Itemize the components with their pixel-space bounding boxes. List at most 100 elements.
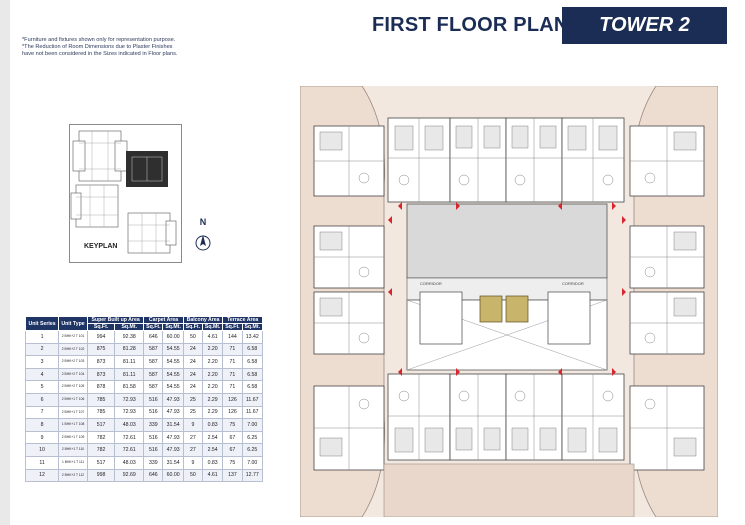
table-cell-ba-m: 2.20 <box>201 355 224 369</box>
table-cell-ta-ft: 67 <box>222 443 243 457</box>
table-cell-ta-ft: 126 <box>222 405 243 420</box>
bed-furniture <box>319 125 697 457</box>
table-cell-ta-ft: 67 <box>222 430 243 445</box>
note-line: have not been considered in the Sizes in… <box>22 51 178 57</box>
table-cell-ba-m: 4.61 <box>201 330 224 344</box>
note-line: *Furniture and fixtures shown only for r… <box>22 37 176 43</box>
table-cell-type: 2 BHK+2 T 105 <box>58 380 88 394</box>
table-cell-type: 2 BHK+2 T 101 <box>58 330 88 344</box>
table-cell-ca-ft: 516 <box>143 430 164 445</box>
entry-markers <box>388 202 626 376</box>
floor-plan-drawing: CORRIDOR CORRIDOR <box>300 86 718 517</box>
table-cell-ca-ft: 339 <box>143 455 164 470</box>
lift-1 <box>479 295 503 323</box>
table-cell-sba-ft: 517 <box>86 418 116 432</box>
tower-badge: TOWER 2 <box>562 7 727 44</box>
sub-header: Sq.Mt. <box>201 323 224 331</box>
table-cell-ba-ft: 25 <box>182 392 203 407</box>
units-bottom-row <box>387 373 625 461</box>
table-cell-sba-ft: 782 <box>86 430 116 445</box>
table-cell-ba-ft: 24 <box>182 367 203 382</box>
table-cell-sba-m: 92.69 <box>114 468 145 483</box>
north-label: N <box>199 217 207 227</box>
disclaimer-notes: *Furniture and fixtures shown only for r… <box>22 37 222 58</box>
table-cell-ba-m: 4.61 <box>201 468 224 483</box>
table-cell-series: 11 <box>24 455 60 470</box>
table-cell-ca-m: 60.00 <box>162 468 184 483</box>
table-cell-ta-ft: 71 <box>222 342 243 357</box>
table-cell-ta-m: 6.58 <box>241 380 263 394</box>
note-line: *The Reduction of Room Dimensions due to… <box>22 44 173 50</box>
table-cell-ba-m: 0.83 <box>201 455 224 470</box>
units-top-row <box>387 117 625 203</box>
sub-header: Sq.Ft. <box>143 323 164 331</box>
sub-header: Sq.Ft. <box>86 323 116 331</box>
table-cell-ba-ft: 24 <box>182 342 203 357</box>
table-cell-ca-m: 47.93 <box>162 392 184 407</box>
table-cell-series: 3 <box>24 355 60 369</box>
page-title: FIRST FLOOR PLAN <box>372 14 569 36</box>
corridor-label-left: CORRIDOR <box>420 281 442 286</box>
sub-header: Sq.Ft. <box>222 323 243 331</box>
table-cell-series: 7 <box>24 405 60 420</box>
table-cell-series: 4 <box>24 367 60 382</box>
staircase-left <box>419 291 463 345</box>
table-cell-ca-m: 54.55 <box>162 342 184 357</box>
column-header-balcony: Balcony Area <box>182 316 224 324</box>
table-cell-ca-ft: 587 <box>143 342 164 357</box>
table-cell-series: 8 <box>24 418 60 432</box>
keyplan-box <box>69 124 182 263</box>
table-cell-ca-ft: 587 <box>143 380 164 394</box>
table-cell-sba-ft: 873 <box>86 355 116 369</box>
table-cell-type: 2 BHK+2 T 102 <box>58 342 88 357</box>
table-cell-ba-m: 2.54 <box>201 443 224 457</box>
table-cell-sba-m: 72.61 <box>114 430 145 445</box>
table-cell-ta-m: 13.42 <box>241 330 263 344</box>
corridor-label-right: CORRIDOR <box>562 281 584 286</box>
table-cell-ba-m: 0.83 <box>201 418 224 432</box>
table-cell-ca-ft: 516 <box>143 392 164 407</box>
table-cell-ca-ft: 646 <box>143 330 164 344</box>
table-cell-sba-m: 48.03 <box>114 455 145 470</box>
dining-furniture <box>358 172 656 410</box>
keyplan-label: KEYPLAN <box>84 243 118 250</box>
table-cell-ca-m: 47.93 <box>162 405 184 420</box>
table-cell-ta-m: 12.77 <box>241 468 263 483</box>
sub-header: Sq.Mt. <box>114 323 145 331</box>
table-cell-sba-m: 72.93 <box>114 405 145 420</box>
table-cell-sba-ft: 785 <box>86 405 116 420</box>
column-header-unit-type: Unit Type <box>58 316 88 331</box>
table-cell-sba-ft: 878 <box>86 380 116 394</box>
sub-header: Sq.Mt. <box>241 323 263 331</box>
table-cell-ca-m: 31.54 <box>162 455 184 470</box>
table-cell-sba-m: 81.11 <box>114 355 145 369</box>
table-cell-sba-m: 81.11 <box>114 367 145 382</box>
table-cell-series: 9 <box>24 430 60 445</box>
table-cell-ta-ft: 137 <box>222 468 243 483</box>
table-cell-ta-m: 11.67 <box>241 405 263 420</box>
table-cell-ta-ft: 144 <box>222 330 243 344</box>
table-cell-ta-ft: 71 <box>222 380 243 394</box>
table-cell-series: 6 <box>24 392 60 407</box>
table-cell-type: 2 BHK+2 T 112 <box>58 468 88 483</box>
table-cell-type: 1 BHK+1 T 108 <box>58 418 88 432</box>
table-cell-ba-ft: 9 <box>182 455 203 470</box>
table-cell-ba-m: 2.54 <box>201 430 224 445</box>
table-cell-ba-m: 2.20 <box>201 367 224 382</box>
table-cell-ca-m: 60.00 <box>162 330 184 344</box>
table-cell-ba-m: 2.29 <box>201 392 224 407</box>
table-cell-ca-ft: 339 <box>143 418 164 432</box>
table-cell-sba-ft: 785 <box>86 392 116 407</box>
table-cell-sba-ft: 998 <box>86 468 116 483</box>
